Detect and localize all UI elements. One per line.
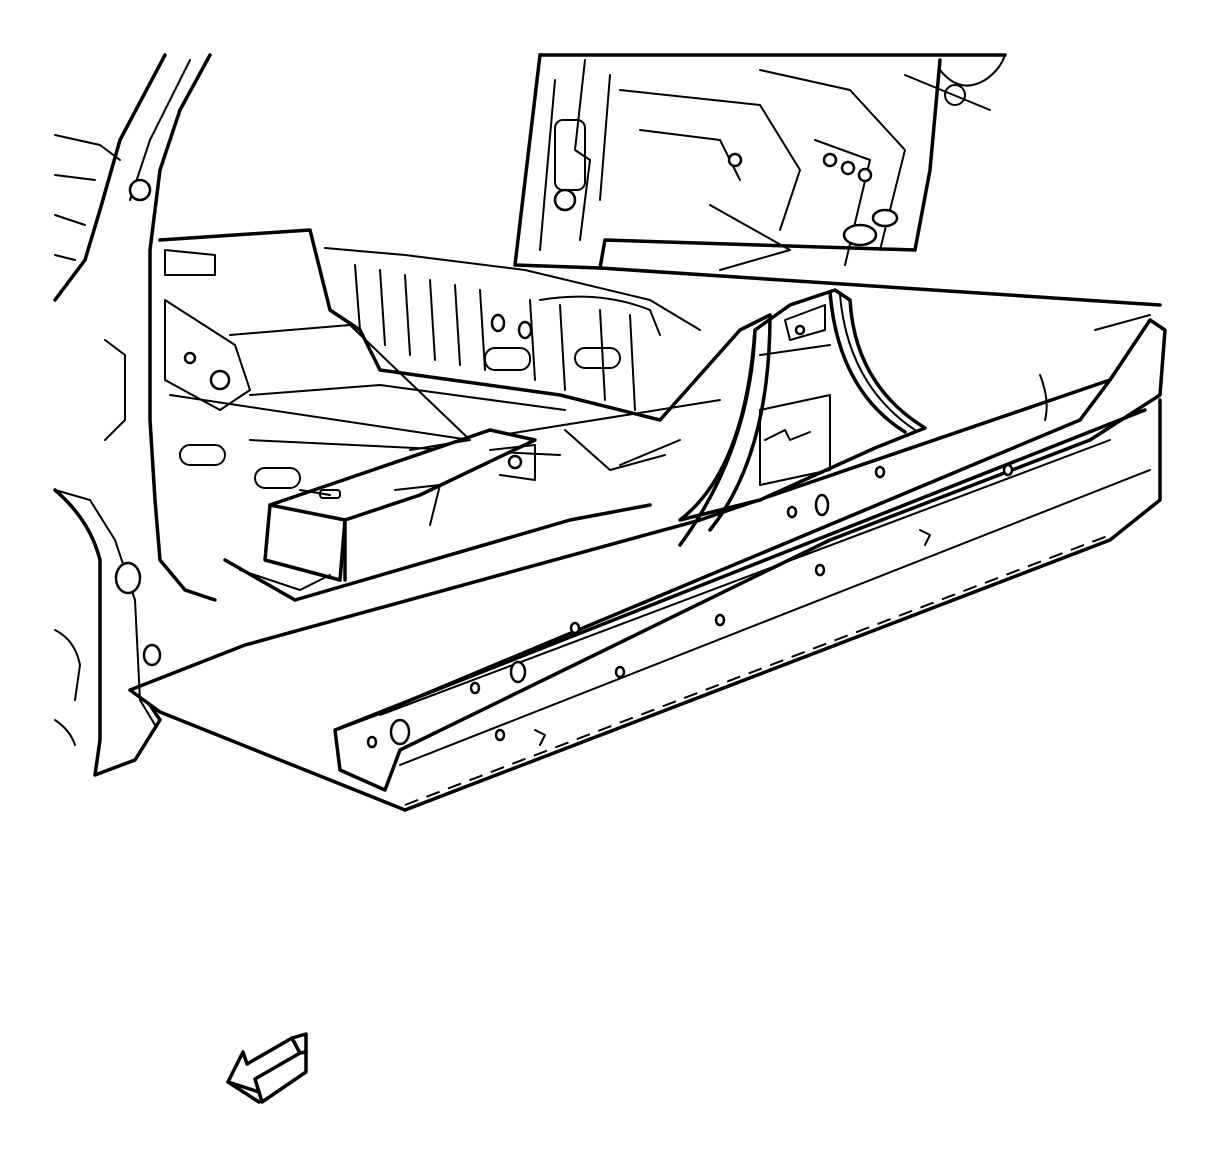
center-pillar: [678, 288, 927, 547]
front-hinge-pillar: [53, 53, 301, 777]
seat-crossmember: [223, 428, 652, 602]
floor-pan: [158, 228, 1162, 471]
rocker-panel: [128, 314, 1167, 812]
front-direction-arrow-icon: [226, 1032, 308, 1104]
rear-body-section: [513, 53, 1007, 271]
